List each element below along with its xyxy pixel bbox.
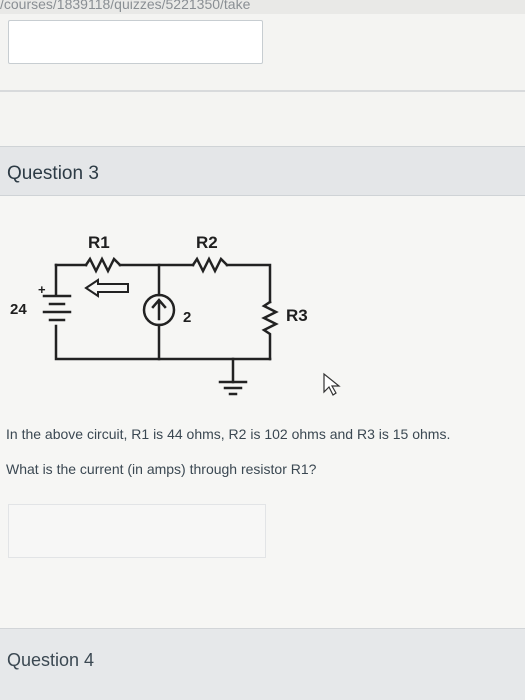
- question-4-title: Question 4: [7, 650, 95, 670]
- previous-answer-input[interactable]: [8, 20, 263, 64]
- circuit-diagram: R1 R2 R3 24 + 2: [10, 233, 341, 396]
- resistor-r2: [191, 256, 229, 274]
- r1-current-arrow: [84, 278, 129, 298]
- plus-label: +: [38, 282, 46, 297]
- mouse-cursor-icon: [323, 372, 341, 396]
- url-text: /courses/1839118/quizzes/5221350/take: [0, 0, 251, 12]
- r2-label: R2: [196, 233, 218, 252]
- question-3-line-2: What is the current (in amps) through re…: [6, 461, 317, 477]
- current-source-arrow: [151, 298, 167, 321]
- answer-input[interactable]: [8, 504, 266, 558]
- voltage-label: 24: [10, 301, 27, 318]
- question-3-line-1: In the above circuit, R1 is 44 ohms, R2 …: [6, 426, 451, 442]
- question-3-header: Question 3: [0, 146, 525, 196]
- battery-symbol: [42, 294, 72, 322]
- address-bar[interactable]: /courses/1839118/quizzes/5221350/take: [0, 0, 525, 14]
- question-3-body: [0, 196, 525, 700]
- top-wire: [54, 263, 272, 304]
- current-label: 2: [183, 309, 191, 326]
- left-wire-bottom: [54, 324, 272, 361]
- section-divider: [0, 90, 525, 92]
- resistor-r3: [261, 300, 279, 361]
- current-source: [142, 293, 176, 327]
- r3-label: R3: [286, 306, 308, 325]
- ground-icon: [218, 380, 248, 396]
- resistor-r1: [84, 256, 122, 274]
- question-4-header: Question 4: [0, 628, 525, 700]
- question-3-title: Question 3: [7, 163, 99, 184]
- r1-label: R1: [88, 233, 110, 252]
